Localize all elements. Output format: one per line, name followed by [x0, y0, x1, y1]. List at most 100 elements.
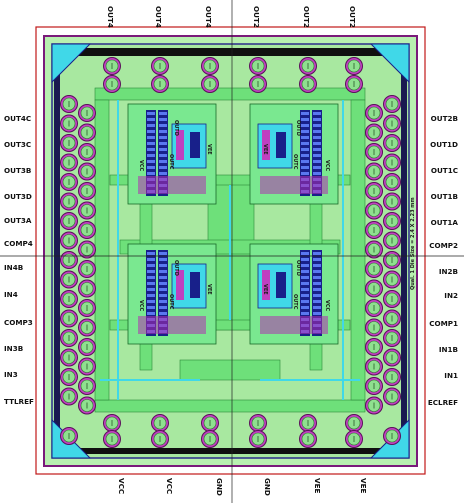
block-label-outc: OUTC [292, 154, 298, 170]
block-label-vcc: VCC [138, 300, 144, 312]
bond-pad-corner-bl [60, 427, 78, 445]
top-pin-label: OUT4 [106, 6, 115, 28]
bond-pad-right-outer [383, 290, 401, 308]
bond-pad-left-inner [78, 104, 96, 122]
bond-pad-left-outer [60, 231, 78, 250]
bond-pad-left-outer [60, 348, 78, 367]
bond-pad-right-outer [383, 348, 401, 367]
block-label-vee: VEE [262, 144, 268, 155]
bond-pad-left-outer [60, 114, 78, 133]
right-pin-label: ECLREF [428, 398, 458, 407]
bond-pad-right-outer [383, 114, 401, 133]
bond-pad-bottom [151, 414, 169, 432]
left-pin-label: TTLREF [4, 397, 34, 406]
left-pin-label: IN4 [4, 290, 18, 299]
block-label-outc: OUTC [292, 294, 298, 310]
right-pin-label: COMP1 [429, 319, 458, 328]
bottom-pin-label: VEE [313, 478, 322, 493]
bond-pad-left-inner [78, 357, 96, 376]
bond-pad-left-inner [78, 221, 96, 239]
bond-pad-right-inner [365, 318, 383, 337]
left-power-rail [54, 70, 60, 430]
bond-pad-left-outer [60, 173, 78, 191]
bond-pad-bottom-inner [103, 430, 121, 448]
corner-tl [51, 43, 92, 84]
bond-pad-bottom [103, 414, 121, 432]
bond-pad-right-outer [383, 368, 401, 386]
bond-pad-left-outer [60, 270, 78, 289]
bond-pad-left-inner [78, 318, 96, 337]
bond-pad-bottom-inner [151, 430, 169, 448]
left-pin-label: OUT3C [4, 140, 31, 149]
bond-pad-top [151, 57, 169, 75]
comparator-block-top-left: OUTD OUTC VCC VEE [127, 103, 217, 205]
right-pin-label: OUT2B [431, 114, 458, 123]
bond-pad-left-outer [60, 309, 78, 328]
bond-pad-left-inner [78, 260, 96, 278]
bond-pad-bottom-inner [201, 430, 219, 448]
bond-pad-top-inner [103, 75, 121, 93]
bottom-pin-label: VEE [359, 478, 368, 493]
block-label-vcc: VCC [324, 160, 330, 172]
bond-pad-right-inner [365, 201, 383, 220]
bond-pad-top [103, 57, 121, 75]
bond-pad-left-inner [78, 338, 96, 356]
block-label-vcc: VCC [138, 160, 144, 172]
bond-pad-right-outer [383, 134, 401, 152]
block-label-outc: OUTC [168, 154, 174, 170]
bond-pad-right-inner [365, 357, 383, 376]
bond-pad-corner-br [383, 427, 401, 445]
pin-labels: OUT4COUT3COUT3BOUT3DOUT3ACOMP4IN4BIN4COM… [4, 6, 458, 496]
right-pin-label: IN2B [439, 267, 458, 276]
bond-pad-left-inner [78, 143, 96, 161]
bottom-pin-label: VCC [117, 478, 126, 494]
bond-pad-right-outer [383, 329, 401, 347]
block-label-vee: VEE [206, 144, 212, 155]
bond-pad-right-inner [365, 162, 383, 181]
bond-pad-top [249, 57, 267, 75]
bond-pad-left-outer [60, 192, 78, 211]
right-pin-label: IN1 [444, 371, 458, 380]
left-pin-label: OUT3B [4, 166, 31, 175]
bond-pad-bottom [249, 414, 267, 432]
right-pin-label: OUT1A [431, 218, 459, 227]
bond-pads [60, 57, 401, 448]
bond-pad-top-inner [151, 75, 169, 93]
bond-pad-right-outer [383, 212, 401, 230]
bond-pad-right-inner [365, 338, 383, 356]
bond-pad-left-outer [60, 134, 78, 152]
bottom-pin-label: GND [215, 478, 224, 496]
bond-pad-top [201, 57, 219, 75]
block-label-outd: OUTD [295, 260, 301, 276]
bond-pad-right-inner [365, 221, 383, 239]
top-pin-label: OUT4 [154, 6, 163, 28]
right-pin-label: IN2 [444, 291, 458, 300]
right-pin-label: OUT1B [431, 192, 458, 201]
bond-pad-right-inner [365, 104, 383, 122]
right-pin-label: IN1B [439, 345, 458, 354]
bond-pad-left-inner [78, 240, 96, 259]
bond-pad-right-outer [383, 387, 401, 406]
bond-pad-top-inner [345, 75, 363, 93]
bond-pad-right-inner [365, 240, 383, 259]
top-pin-label: OUT2 [252, 6, 261, 28]
top-pin-label: OUT4 [204, 6, 213, 28]
left-pin-label: IN3B [4, 344, 23, 353]
left-pin-label: OUT3D [4, 192, 32, 201]
block-label-outd: OUTD [173, 120, 179, 136]
left-pin-label: OUT4C [4, 114, 31, 123]
bond-pad-left-outer [60, 290, 78, 308]
left-pin-label: COMP4 [4, 239, 33, 248]
bond-pad-right-inner [365, 377, 383, 395]
block-label-vee: VEE [262, 284, 268, 295]
bond-pad-top-inner [201, 75, 219, 93]
bond-pad-right-outer [383, 192, 401, 211]
bond-pad-right-outer [383, 270, 401, 289]
bond-pad-left-outer [60, 251, 78, 269]
bond-pad-right-inner [365, 123, 383, 142]
bond-pad-right-inner [365, 182, 383, 200]
right-pin-label: COMP2 [429, 241, 458, 250]
right-power-rail [401, 70, 407, 430]
